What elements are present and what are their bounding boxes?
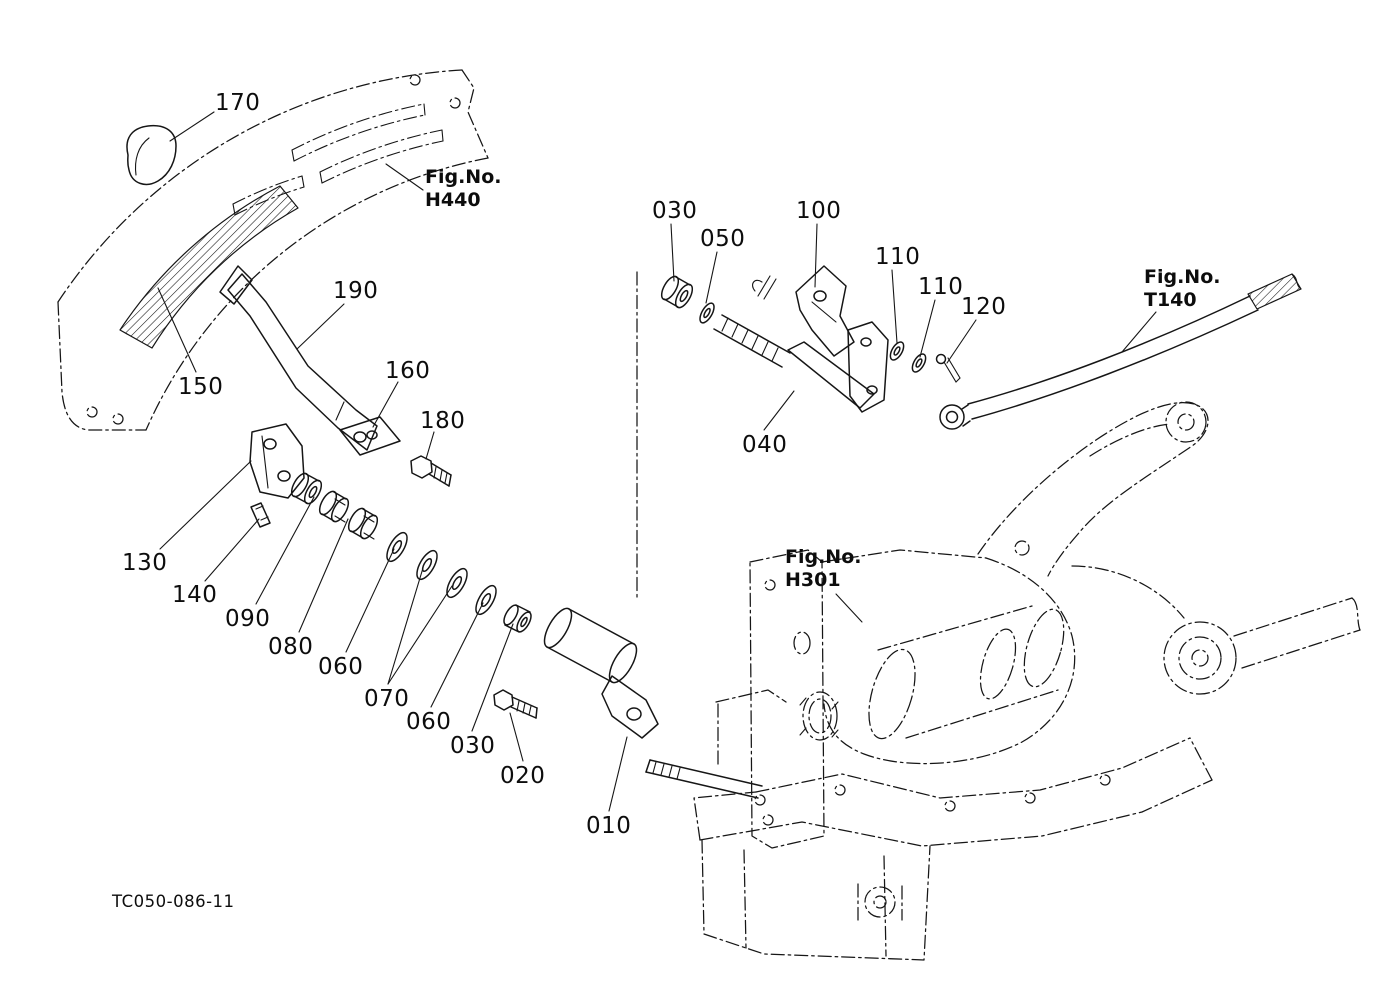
part-callout-170-0: 170: [215, 90, 261, 116]
lever-assembly-010: [543, 607, 659, 739]
link-rod-lower: [645, 759, 763, 799]
quadrant-plate-outline: [57, 69, 489, 431]
part-callout-100-17: 100: [796, 198, 842, 224]
part-callout-060-11: 060: [406, 709, 452, 735]
part-callout-030-15: 030: [652, 198, 698, 224]
part-callout-180-4: 180: [420, 408, 466, 434]
part-callout-190-1: 190: [333, 278, 379, 304]
figref-H301: Fig.No.H301: [785, 546, 862, 591]
cotter-pin-120: [935, 353, 961, 383]
part-callout-130-5: 130: [122, 550, 168, 576]
knob-170: [126, 124, 177, 186]
bolt-020: [493, 689, 538, 719]
part-callout-030-12: 030: [450, 733, 496, 759]
part-callout-140-6: 140: [172, 582, 218, 608]
rod-assembly-040: [660, 275, 889, 413]
leader-lines: [157, 111, 1157, 812]
part-callout-060-9: 060: [318, 654, 364, 680]
washers-110: [889, 341, 927, 373]
throttle-rod-t140: [939, 273, 1302, 430]
pin-140: [250, 502, 271, 528]
part-callout-080-8: 080: [268, 634, 314, 660]
transmission-housing-outline: [636, 271, 1361, 961]
exploded-parts: [126, 124, 1302, 799]
shift-lever-190: [219, 265, 378, 451]
bellcrank-100: [752, 265, 855, 357]
hatched-sections: [119, 185, 1302, 349]
bracket-130: [249, 423, 305, 499]
figref-H440: Fig.No.H440: [425, 166, 502, 211]
part-callout-150-2: 150: [178, 374, 224, 400]
threaded-hole-marks: [799, 697, 839, 738]
figref-T140: Fig.No.T140: [1144, 266, 1221, 311]
drawing-code: TC050-086-11: [112, 892, 235, 911]
fastener-stack: [290, 472, 532, 633]
part-callout-110-19: 110: [918, 274, 964, 300]
part-callout-090-7: 090: [225, 606, 271, 632]
part-callout-160-3: 160: [385, 358, 431, 384]
part-callout-010-14: 010: [586, 813, 632, 839]
quadrant-slots: [232, 103, 444, 216]
bracket-160: [339, 416, 401, 456]
part-callout-120-20: 120: [961, 294, 1007, 320]
part-callout-070-10: 070: [364, 686, 410, 712]
part-callout-020-13: 020: [500, 763, 546, 789]
part-callout-050-16: 050: [700, 226, 746, 252]
bolt-180: [410, 455, 452, 487]
part-callout-040-21: 040: [742, 432, 788, 458]
part-callout-110-18: 110: [875, 244, 921, 270]
